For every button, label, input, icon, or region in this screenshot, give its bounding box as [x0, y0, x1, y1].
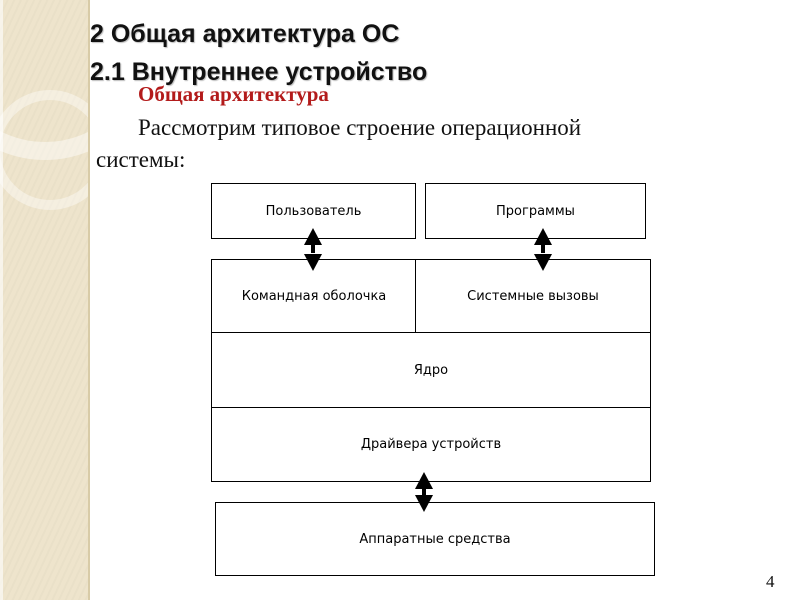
- box-command-shell: Командная оболочка: [211, 259, 417, 333]
- box-programs: Программы: [425, 183, 646, 239]
- page-number: 4: [766, 572, 775, 591]
- box-user: Пользователь: [211, 183, 416, 239]
- box-device-drivers: Драйвера устройств: [211, 407, 651, 482]
- box-kernel: Ядро: [211, 332, 651, 408]
- box-system-calls: Системные вызовы: [415, 259, 651, 333]
- slide-subtitle: Общая архитектура: [138, 82, 329, 106]
- slide-body-text: Рассмотрим типовое строение операционной…: [96, 115, 582, 172]
- side-strip-border: [88, 0, 90, 600]
- decorative-side-strip: [0, 0, 88, 600]
- slide-title-line1: 2 Общая архитектура ОС: [90, 20, 400, 48]
- slide-title-line2: 2.1 Внутреннее устройство: [90, 58, 428, 86]
- box-hardware: Аппаратные средства: [215, 502, 655, 576]
